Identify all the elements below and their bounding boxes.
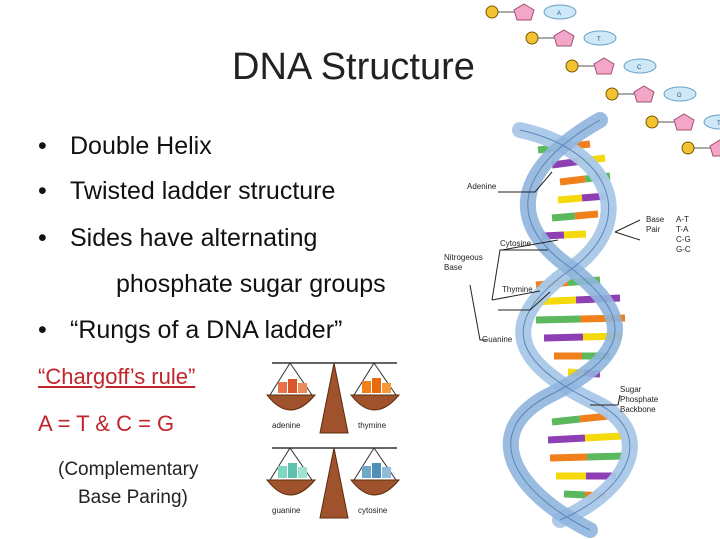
bullet-text: phosphate sugar groups [116, 270, 386, 298]
nitrogenous-base-shape [703, 114, 720, 130]
nucleotide-base-letter: A [557, 11, 561, 17]
base-pair-equation: A = T & C = G [38, 411, 175, 436]
label-adenine: Adenine [467, 182, 497, 191]
base-rung-segment [584, 432, 623, 442]
base-rung-segment [549, 453, 588, 462]
scale-label-thymine: thymine [358, 421, 387, 430]
label-thymine: Thymine [502, 285, 533, 294]
sugar-pentagon [593, 57, 615, 75]
nitrogenous-base-shape [663, 86, 697, 102]
nucleotide-chain-illustration: ATCGTG [485, 3, 720, 157]
bullet-text: “Rungs of a DNA ladder” [70, 316, 343, 344]
base-rung-segment [543, 333, 584, 342]
scale-guanine-cytosine: guanine cytosine [265, 447, 401, 519]
sugar-pentagon [673, 113, 695, 131]
complementary-line-1: (Complementary [58, 459, 199, 480]
phosphate-circle [485, 5, 499, 19]
pair-label-g-c: G-C [676, 245, 691, 254]
base-rung-segment [559, 175, 586, 186]
sugar-pentagon [709, 139, 720, 157]
label-cytosine: Cytosine [500, 239, 532, 248]
pair-label-a-t: A-T [676, 215, 689, 224]
chargoff-rule-heading: “Chargoff’s rule” [38, 364, 196, 389]
bullet-dot: • [38, 177, 47, 205]
base-rung-segment [551, 415, 581, 426]
label-nitrogenous-line-1: Nitrogeous [444, 253, 483, 262]
nitrogenous-base-shape [543, 4, 577, 20]
base-rung-segment [547, 434, 586, 444]
base-rung-segment [563, 490, 586, 499]
label-backbone-line-2: Phosphate [620, 395, 659, 404]
nitrogenous-base-shape [623, 58, 657, 74]
phosphate-circle [565, 59, 579, 73]
base-rung-segment [551, 212, 576, 222]
bullet-dot: • [38, 224, 47, 252]
dna-helix-diagram: Adenine Cytosine Nitrogeous Base Thymine… [444, 112, 691, 538]
label-backbone-line-1: Sugar [620, 385, 642, 394]
label-backbone-line-3: Backbone [620, 405, 656, 414]
bullet-text: Double Helix [70, 132, 212, 160]
label-nitrogenous-line-2: Base [444, 263, 463, 272]
scale-label-cytosine: cytosine [358, 506, 388, 515]
scale-adenine-thymine: adenine thymine [265, 362, 401, 434]
sugar-pentagon [513, 3, 535, 21]
complementary-line-2: Base Paring) [78, 487, 188, 508]
label-base-pair-line-1: Base [646, 215, 665, 224]
base-rung-segment [535, 315, 581, 324]
phosphate-circle [525, 31, 539, 45]
base-rung-segment [557, 194, 583, 204]
bullet-dot: • [38, 316, 47, 344]
bullet-text: Sides have alternating [70, 224, 318, 252]
slide-title: DNA Structure [232, 46, 475, 88]
balance-scales-illustration: adenine thymine guanine cytosine [265, 362, 401, 519]
base-rung-segment [579, 412, 609, 423]
nucleotide-base-letter: T [717, 121, 720, 127]
nucleotide-base-letter: T [597, 37, 601, 43]
base-rung-segment [574, 210, 599, 220]
scale-label-guanine: guanine [272, 506, 301, 515]
label-base-pair-line-2: Pair [646, 225, 661, 234]
label-guanine: Guanine [482, 335, 513, 344]
base-rung-segment [563, 230, 587, 239]
pair-label-t-a: T-A [676, 225, 689, 234]
base-rung-segment [586, 452, 625, 461]
sugar-pentagon [553, 29, 575, 47]
base-rung-segment [551, 158, 579, 169]
pair-label-c-g: C-G [676, 235, 691, 244]
label-leader-lines [469, 171, 641, 406]
sugar-pentagon [633, 85, 655, 103]
nucleotide-group: ATCGTG [485, 3, 720, 157]
phosphate-circle [605, 87, 619, 101]
nucleotide-base-letter: G [677, 93, 682, 99]
nucleotide-base-letter: C [637, 65, 642, 71]
nitrogenous-base-shape [583, 30, 617, 46]
bullet-text: Twisted ladder structure [70, 177, 336, 205]
bullet-dot: • [38, 132, 47, 160]
scale-label-adenine: adenine [272, 421, 301, 430]
